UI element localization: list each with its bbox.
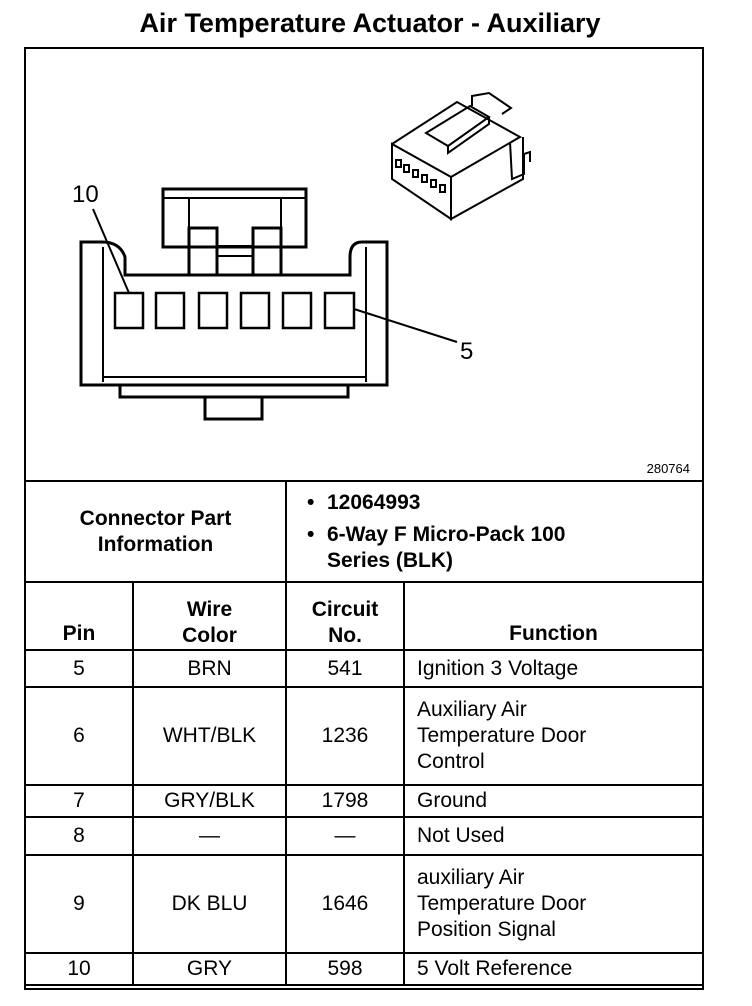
cavity-5 (323, 291, 356, 330)
cavity-10 (113, 291, 145, 330)
function-cell: Ignition 3 Voltage (403, 649, 704, 688)
cavity-6 (281, 291, 313, 330)
header-wire-color: Wire Color (132, 581, 287, 651)
cavity-8 (197, 291, 229, 330)
pin-cell: 5 (24, 649, 134, 688)
pin-cell: 10 (24, 952, 134, 986)
function-cell: Ground (403, 784, 704, 818)
page-title: Air Temperature Actuator - Auxiliary (139, 8, 601, 38)
circuit-cell: 1236 (285, 686, 405, 786)
pin-cell: 6 (24, 686, 134, 786)
wire-color-cell: — (132, 816, 287, 856)
function-cell: Not Used (403, 816, 704, 856)
wire-color-cell: GRY (132, 952, 287, 986)
circuit-cell: 1646 (285, 854, 405, 954)
table-row: 9 DK BLU 1646 auxiliary Air Temperature … (24, 854, 704, 954)
wire-color-cell: DK BLU (132, 854, 287, 954)
table-header: Pin Wire Color Circuit No. Function (24, 581, 704, 651)
function-cell: Auxiliary Air Temperature Door Control (403, 686, 704, 786)
header-pin: Pin (24, 581, 134, 651)
pin-cell: 9 (24, 854, 134, 954)
leader-line-5 (353, 308, 458, 343)
figure-number: 280764 (646, 461, 690, 476)
connector-isometric-view (391, 91, 531, 221)
connector-info-row: Connector Part Information •12064993 •6-… (24, 480, 704, 583)
circuit-cell: 1798 (285, 784, 405, 818)
wire-color-cell: WHT/BLK (132, 686, 287, 786)
pin-label-5: 5 (460, 338, 473, 365)
part-number: 12064993 (327, 490, 421, 514)
connector-type: 6-Way F Micro-Pack 100 Series (BLK) (327, 522, 566, 572)
pin-cavities (113, 291, 356, 330)
pin-cell: 7 (24, 784, 134, 818)
connector-sheet: 10 5 280764 Connector Part Information •… (24, 47, 704, 990)
pin-label-10: 10 (72, 181, 99, 208)
wire-color-cell: BRN (132, 649, 287, 688)
circuit-cell: 598 (285, 952, 405, 986)
table-row: 7 GRY/BLK 1798 Ground (24, 784, 704, 818)
leader-line-10 (92, 208, 130, 294)
table-row: 6 WHT/BLK 1236 Auxiliary Air Temperature… (24, 686, 704, 786)
cavity-7 (239, 291, 271, 330)
table-row: 8 — — Not Used (24, 816, 704, 856)
wire-color-cell: GRY/BLK (132, 784, 287, 818)
connector-info-label: Connector Part Information (24, 480, 287, 583)
function-cell: auxiliary Air Temperature Door Position … (403, 854, 704, 954)
connector-info-values: •12064993 •6-Way F Micro-Pack 100 Series… (285, 480, 704, 583)
header-function: Function (403, 581, 704, 651)
cavity-9 (154, 291, 186, 330)
connector-latch (161, 187, 308, 277)
circuit-cell: — (285, 816, 405, 856)
table-row: 5 BRN 541 Ignition 3 Voltage (24, 649, 704, 688)
header-circuit-no: Circuit No. (285, 581, 405, 651)
connector-diagram: 10 5 (72, 91, 531, 421)
circuit-cell: 541 (285, 649, 405, 688)
connector-face-view (79, 240, 389, 421)
table-row: 10 GRY 598 5 Volt Reference (24, 952, 704, 986)
connector-pinout-table: Connector Part Information •12064993 •6-… (24, 480, 704, 986)
pin-cell: 8 (24, 816, 134, 856)
function-cell: 5 Volt Reference (403, 952, 704, 986)
